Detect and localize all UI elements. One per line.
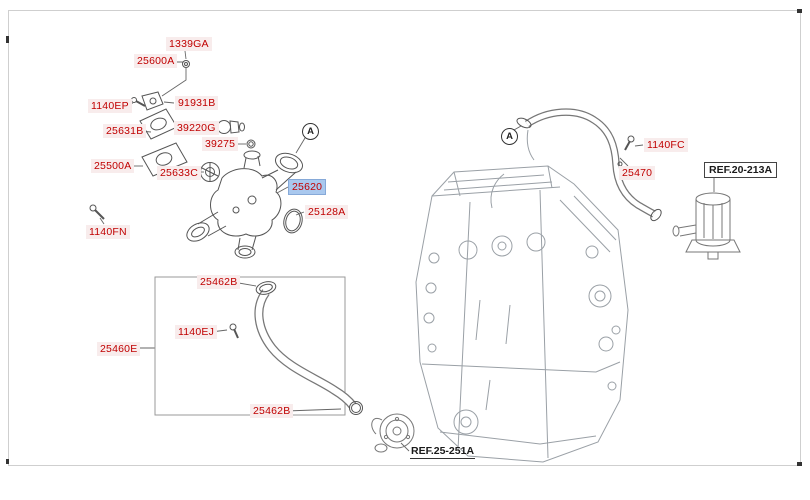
view-marker-a-right: A	[501, 128, 518, 145]
water-pump-drawing	[371, 413, 415, 453]
part-label-39275[interactable]: 39275	[202, 137, 239, 152]
part-label-1140EP[interactable]: 1140EP	[88, 99, 132, 114]
part-label-1140FN[interactable]: 1140FN	[86, 225, 130, 240]
ref-label-25-251A[interactable]: REF.25-251A	[410, 445, 476, 459]
part-label-25620-selected[interactable]: 25620	[289, 180, 326, 195]
part-label-39220G[interactable]: 39220G	[174, 121, 219, 136]
part-label-25633C[interactable]: 25633C	[157, 166, 201, 181]
part-label-25462B-upper[interactable]: 25462B	[197, 275, 241, 290]
part-label-25470[interactable]: 25470	[619, 166, 656, 181]
engine-block-drawing	[415, 129, 629, 463]
coolant-pipe-drawing	[516, 108, 662, 222]
part-label-25460E[interactable]: 25460E	[97, 342, 141, 357]
part-label-1339GA[interactable]: 1339GA	[166, 37, 212, 52]
thermostat-assembly-drawing	[89, 60, 304, 259]
part-label-25128A[interactable]: 25128A	[305, 205, 349, 220]
view-marker-a-left: A	[302, 123, 319, 140]
part-label-25462B-lower[interactable]: 25462B	[250, 404, 294, 419]
oil-cooler-drawing	[672, 192, 741, 260]
part-label-1140EJ[interactable]: 1140EJ	[175, 325, 218, 340]
part-label-25631B[interactable]: 25631B	[103, 124, 147, 139]
part-label-25500A[interactable]: 25500A	[91, 159, 135, 174]
part-label-91931B[interactable]: 91931B	[175, 96, 219, 111]
part-label-1140FC[interactable]: 1140FC	[644, 138, 688, 153]
page-frame	[6, 9, 802, 466]
part-label-25600A[interactable]: 25600A	[134, 54, 178, 69]
ref-label-20-213A[interactable]: REF.20-213A	[704, 162, 778, 178]
